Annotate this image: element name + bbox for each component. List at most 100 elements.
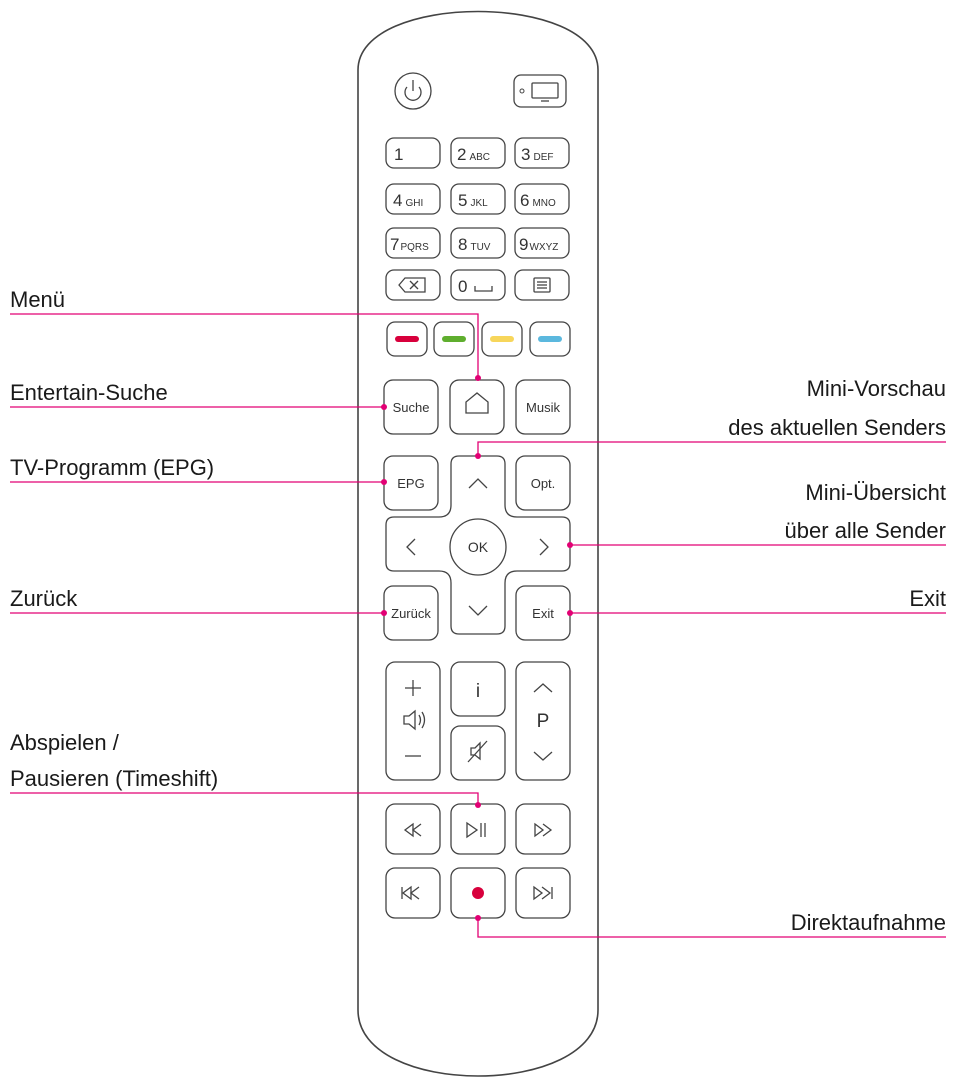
space-icon	[474, 286, 493, 292]
label-back: Zurück	[10, 586, 78, 611]
label-overview-line-2: über alle Sender	[784, 518, 946, 543]
program-rocker[interactable]	[515, 661, 571, 781]
fast-forward-button[interactable]	[515, 803, 571, 855]
dpad-left[interactable]	[406, 538, 416, 556]
leader-lines	[10, 313, 946, 938]
ok-label: OK	[468, 539, 489, 555]
rewind-button[interactable]	[385, 803, 441, 855]
dpad-up[interactable]	[468, 478, 488, 489]
key-0[interactable]: 0	[450, 269, 506, 301]
blue-button[interactable]	[529, 321, 571, 357]
home-button[interactable]	[449, 379, 505, 435]
key-7-label: 7PQRS	[390, 235, 429, 254]
skip-back-button[interactable]	[385, 867, 441, 919]
mute-button[interactable]	[450, 725, 506, 781]
label-play-line-1: Abspielen /	[10, 730, 119, 755]
speaker-icon	[403, 709, 426, 731]
backspace-button[interactable]	[385, 269, 441, 301]
teletext-button[interactable]	[514, 269, 570, 301]
epg-button[interactable]: EPG	[383, 455, 439, 511]
opt-button[interactable]: Opt.	[515, 455, 571, 511]
suche-label: Suche	[393, 400, 430, 415]
tv-icon	[519, 82, 559, 102]
ok-button[interactable]: OK	[449, 518, 507, 576]
leader-play	[10, 792, 479, 805]
program-label: P	[537, 711, 550, 732]
tv-button[interactable]	[513, 74, 567, 108]
key-0-label: 0	[458, 277, 467, 296]
teletext-icon	[533, 277, 551, 293]
power-button[interactable]	[394, 72, 432, 110]
label-menu: Menü	[10, 287, 66, 312]
record-button[interactable]	[450, 867, 506, 919]
label-preview-line-2: des aktuellen Senders	[728, 415, 946, 440]
exit-button[interactable]: Exit	[515, 585, 571, 641]
power-icon	[404, 80, 422, 101]
volume-up-icon	[405, 680, 421, 696]
label-overview-line-1: Mini-Übersicht	[805, 480, 946, 505]
rewind-icon	[403, 822, 422, 838]
suche-button[interactable]: Suche	[383, 379, 439, 435]
label-exit: Exit	[909, 586, 946, 611]
musik-label: Musik	[526, 400, 560, 415]
fast-forward-icon	[534, 822, 553, 838]
epg-label: EPG	[397, 476, 424, 491]
label-epg: TV-Programm (EPG)	[10, 455, 215, 480]
label-record: Direktaufnahme	[790, 910, 946, 935]
yellow-bar	[490, 336, 514, 342]
label-preview-line-1: Mini-Vorschau	[806, 376, 946, 401]
dpad-right[interactable]	[539, 538, 549, 556]
remote-body	[357, 10, 599, 1077]
red-bar	[395, 336, 419, 342]
key-1[interactable]: 1	[385, 137, 441, 169]
dpad-down[interactable]	[468, 605, 488, 616]
program-down-icon	[533, 751, 553, 761]
zurueck-label: Zurück	[391, 606, 431, 621]
mute-icon	[467, 740, 488, 763]
program-up-icon	[533, 683, 553, 693]
record-icon	[472, 887, 484, 899]
label-play-line-2: Pausieren (Timeshift)	[10, 766, 219, 791]
info-label: i	[476, 681, 480, 702]
home-icon	[465, 392, 489, 414]
volume-rocker[interactable]	[385, 661, 441, 781]
play-pause-icon	[466, 821, 486, 839]
exit-label: Exit	[532, 606, 554, 621]
key-9[interactable]: 9WXYZ	[514, 227, 570, 259]
leader-preview	[477, 441, 946, 456]
skip-back-icon	[401, 885, 420, 901]
blue-bar	[538, 336, 562, 342]
info-button[interactable]: i	[450, 661, 506, 717]
key-7[interactable]: 7PQRS	[385, 227, 441, 259]
opt-label: Opt.	[531, 476, 556, 491]
backspace-icon	[398, 277, 426, 293]
yellow-button[interactable]	[481, 321, 523, 357]
play-pause-button[interactable]	[450, 803, 506, 855]
key-1-label: 1	[394, 145, 403, 164]
label-search: Entertain-Suche	[10, 380, 168, 405]
green-bar	[442, 336, 466, 342]
musik-button[interactable]: Musik	[515, 379, 571, 435]
dpad-outline	[385, 455, 571, 635]
leader-record	[477, 918, 946, 938]
skip-forward-button[interactable]	[515, 867, 571, 919]
key-9-label: 9WXYZ	[519, 235, 558, 254]
red-button[interactable]	[386, 321, 428, 357]
green-button[interactable]	[433, 321, 475, 357]
zurueck-button[interactable]: Zurück	[383, 585, 439, 641]
skip-forward-icon	[533, 885, 553, 901]
leader-menu	[10, 313, 479, 378]
